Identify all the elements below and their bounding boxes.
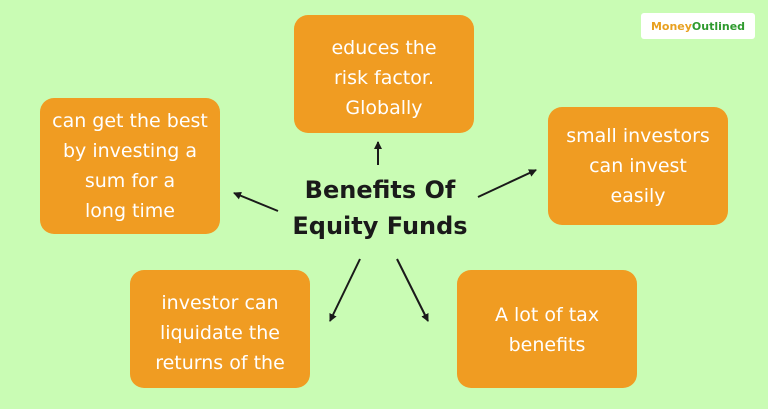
benefit-text-top: educes the risk factor. Globally: [331, 37, 437, 119]
benefit-box-bottom-right: A lot of tax benefits: [457, 270, 637, 388]
benefit-text-right: small investors can invest easily: [566, 125, 710, 207]
logo-part-money: Money: [650, 19, 692, 33]
arrow-to-left: [233, 191, 279, 212]
benefit-box-left: can get the best by investing a sum for …: [40, 98, 220, 234]
arrow-to-bottom-right: [396, 258, 429, 322]
diagram-title: Benefits Of Equity Funds: [292, 176, 468, 240]
benefit-text-bottom-right: A lot of tax benefits: [494, 304, 600, 356]
benefit-box-right: small investors can invest easily: [548, 107, 728, 225]
benefit-box-bottom-left: investor can liquidate the returns of th…: [130, 270, 310, 388]
logo-part-outlined: Outlined: [691, 19, 746, 33]
benefit-text-bottom-left: investor can liquidate the returns of th…: [155, 292, 285, 374]
arrow-to-right: [477, 169, 537, 198]
benefit-box-top: educes the risk factor. Globally: [294, 15, 474, 133]
benefit-text-left: can get the best by investing a sum for …: [52, 110, 208, 222]
arrow-to-bottom-left: [329, 258, 361, 322]
